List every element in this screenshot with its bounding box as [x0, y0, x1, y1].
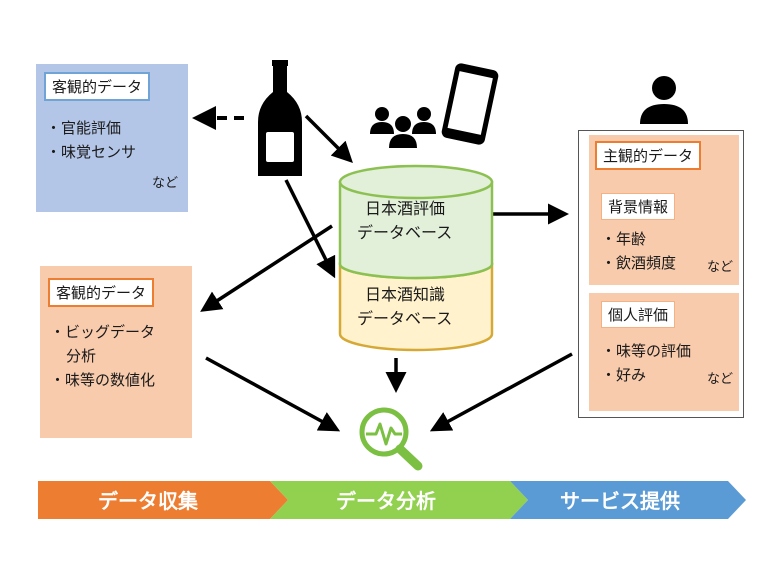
arrow-bottle-to-knowledge-db [284, 179, 336, 279]
step-analyze-segment [270, 481, 528, 519]
sake-bottle-icon [258, 60, 302, 176]
background-info-title: 背景情報 [601, 193, 676, 220]
analysis-magnifier-icon [359, 407, 423, 471]
step-collect-label: データ収集 [98, 489, 198, 513]
subjective-data-panel: 主観的データ 背景情報 ・年齢 ・飲酒頻度 など 個人評価 ・味等の評価 ・好み… [578, 130, 744, 418]
list-item: ・ビッグデータ [50, 323, 156, 341]
list-item: 分析 [66, 347, 97, 365]
objective-data-title-bottom: 客観的データ [48, 278, 155, 307]
db-evaluation-label-2: データベース [357, 223, 453, 242]
list-item: ・味等の評価 [601, 342, 692, 360]
list-item: ・味等の数値化 [50, 371, 156, 389]
db-knowledge-label-1: 日本酒知識 [365, 285, 446, 304]
arrow-subjective-to-analysis [429, 352, 573, 432]
process-bar [38, 481, 746, 519]
database-cylinder [338, 164, 494, 352]
list-item: ・年齢 [601, 230, 647, 248]
step-provide-label: サービス提供 [560, 489, 680, 513]
objective-data-title-top: 客観的データ [44, 72, 151, 101]
person-icon [640, 76, 688, 124]
list-item: ・官能評価 [46, 119, 122, 137]
arrow-bottle-to-db [304, 114, 353, 163]
arrow-objective-to-analysis [205, 356, 341, 432]
arrow-db-to-objective-box [200, 224, 333, 312]
objective-data-box-bottom: 客観的データ ・ビッグデータ 分析 ・味等の数値化 [40, 266, 192, 438]
etc-label: など [707, 260, 734, 275]
list-item: ・飲酒頻度 [601, 254, 677, 272]
group-icon [370, 107, 436, 148]
list-item: ・好み [601, 366, 647, 384]
step-analyze-label: データ分析 [336, 489, 436, 513]
personal-evaluation-section: 個人評価 ・味等の評価 ・好み など [589, 293, 739, 411]
etc-label: など [707, 372, 734, 387]
db-evaluation-label-1: 日本酒評価 [365, 199, 446, 218]
subjective-data-title: 主観的データ [595, 141, 702, 170]
step-collect-segment [38, 481, 288, 519]
background-info-section: 主観的データ 背景情報 ・年齢 ・飲酒頻度 など [589, 135, 739, 285]
smartphone-icon [441, 63, 499, 145]
objective-data-box-top: 客観的データ ・官能評価 ・味覚センサ など [36, 64, 188, 212]
step-provide-segment [510, 481, 746, 519]
list-item: ・味覚センサ [46, 143, 137, 161]
personal-evaluation-title: 個人評価 [601, 301, 676, 328]
db-knowledge-label-2: データベース [357, 309, 453, 328]
etc-label: など [152, 176, 179, 191]
